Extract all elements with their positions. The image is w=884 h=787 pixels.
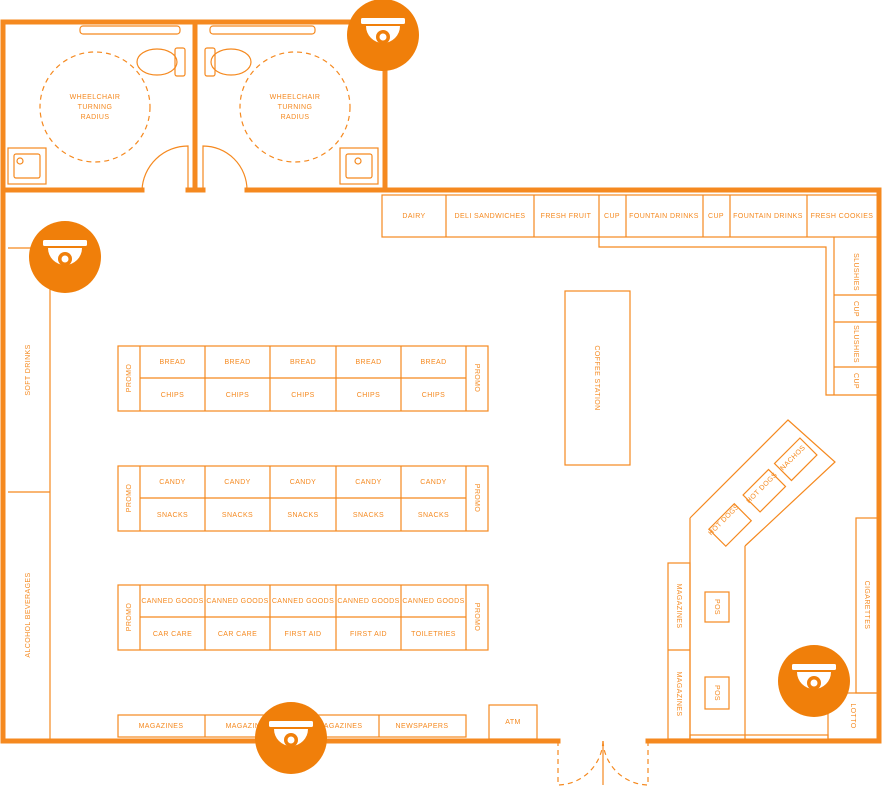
sink-icon: [339, 147, 379, 185]
wheelchair-turning-radius: [239, 51, 351, 163]
counter-label: FOUNTAIN DRINKS: [629, 213, 699, 220]
security-camera-icon: [29, 221, 101, 293]
turning-radius-label: RADIUS: [281, 114, 310, 121]
pos-label: POS: [713, 599, 720, 615]
coffee-station: [564, 290, 631, 466]
shelf-label: CHIPS: [291, 392, 314, 399]
shelf-label: CAR CARE: [218, 631, 257, 638]
lotto-label: LOTTO: [849, 703, 856, 728]
promo-label: PROMO: [126, 484, 133, 513]
counter-label: FRESH COOKIES: [811, 213, 874, 220]
cigarettes-label: CIGARETTES: [863, 581, 870, 630]
shelf-label: BREAD: [159, 359, 185, 366]
promo-label: PROMO: [126, 364, 133, 393]
counter-label: SLUSHIES: [852, 253, 859, 291]
shelf-label: CANDY: [224, 479, 251, 486]
security-camera-icon: [778, 645, 850, 717]
magazines-rack-label: MAGAZINES: [675, 672, 682, 717]
turning-radius-label: WHEELCHAIR: [270, 94, 321, 101]
shelf-label: MAGAZINES: [226, 723, 271, 730]
aisle-shelf: [117, 465, 489, 532]
pos-label: POS: [713, 685, 720, 701]
aisles: PROMO PROMO BREAD CHIPS BREAD CHIPS BREAD CHIPS…: [117, 345, 489, 651]
shelf-label: FIRST AID: [285, 631, 322, 638]
shelf-label: BREAD: [290, 359, 316, 366]
shelf-label: BREAD: [224, 359, 250, 366]
promo-label: PROMO: [473, 484, 480, 513]
shelf-label: SNACKS: [222, 512, 253, 519]
shelf-label: SNACKS: [418, 512, 449, 519]
shelf-label: CANNED GOODS: [272, 598, 334, 605]
atm: [488, 704, 538, 740]
atm-label: ATM: [505, 719, 520, 726]
shelf-label: BREAD: [420, 359, 446, 366]
shelf-label: CAR CARE: [153, 631, 192, 638]
shelf-label: CANDY: [290, 479, 317, 486]
aisle: PROMO PROMO CANDY SNACKS CANDY SNACKS CANDY SNA…: [117, 465, 489, 532]
checkout-area: [667, 419, 879, 741]
counter-label: CUP: [604, 213, 620, 220]
turning-radius-label: TURNING: [78, 104, 113, 111]
turning-radius-label: RADIUS: [81, 114, 110, 121]
hot-food-label: HOT DOGS: [707, 503, 741, 537]
restrooms: WHEELCHAIR TURNING RADIUS WHEELCHAIR TUR…: [0, 19, 388, 193]
shelf-label: CHIPS: [422, 392, 445, 399]
promo-label: PROMO: [473, 603, 480, 632]
aisle-shelf: [117, 584, 489, 651]
counter-label: CUP: [852, 301, 859, 317]
hot-food-label: NACHOS: [779, 444, 807, 472]
shelf-label: CANNED GOODS: [337, 598, 399, 605]
shelf-label: SNACKS: [157, 512, 188, 519]
top-counter: [381, 194, 880, 396]
counter-label: FOUNTAIN DRINKS: [733, 213, 803, 220]
promo-label: PROMO: [126, 603, 133, 632]
shelf-label: CANNED GOODS: [141, 598, 203, 605]
shelf-label: TOILETRIES: [411, 631, 456, 638]
counter-label: SLUSHIES: [852, 325, 859, 363]
security-camera-icon: [255, 702, 327, 774]
shelf-label: SNACKS: [287, 512, 318, 519]
aisle: PROMO PROMO BREAD CHIPS BREAD CHIPS BREAD CHIPS…: [117, 345, 489, 412]
shelf-label: SNACKS: [353, 512, 384, 519]
aisle-shelf: [117, 345, 489, 412]
counter-label: FRESH FRUIT: [541, 213, 592, 220]
alcohol-beverages-label: ALCOHOL BEVERAGES: [25, 572, 32, 657]
shelf-label: CHIPS: [161, 392, 184, 399]
magazines-rack-label: MAGAZINES: [675, 584, 682, 629]
toilet-icon: [136, 47, 186, 77]
wheelchair-turning-radius: [39, 51, 151, 163]
aisle: PROMO PROMO CANNED GOODS CAR CARE CANNED GOO…: [117, 584, 489, 651]
shelf-label: CANDY: [355, 479, 382, 486]
counter-label: DELI SANDWICHES: [455, 213, 526, 220]
shelf-label: CHIPS: [357, 392, 380, 399]
shelf-label: BREAD: [355, 359, 381, 366]
shelf-label: CANNED GOODS: [206, 598, 268, 605]
coffee-station-label: COFFEE STATION: [593, 345, 600, 410]
turning-radius-label: TURNING: [278, 104, 313, 111]
counter-label: CUP: [852, 373, 859, 389]
shelf-label: CANNED GOODS: [402, 598, 464, 605]
counter-label: DAIRY: [402, 213, 425, 220]
shelf-label: MAGAZINES: [139, 723, 184, 730]
shelf-label: CANDY: [420, 479, 447, 486]
security-camera-icon: [347, 0, 419, 71]
sink-icon: [7, 147, 47, 185]
security-cameras: [29, 0, 850, 774]
shelf-label: CANDY: [159, 479, 186, 486]
shelf-label: CHIPS: [226, 392, 249, 399]
turning-radius-label: WHEELCHAIR: [70, 94, 121, 101]
toilet-icon: [204, 47, 252, 77]
soft-drinks-label: SOFT DRINKS: [25, 344, 32, 395]
counter-label: CUP: [708, 213, 724, 220]
store-walls: [0, 187, 882, 786]
shelf-label: NEWSPAPERS: [396, 723, 449, 730]
promo-label: PROMO: [473, 364, 480, 393]
shelf-label: MAGAZINES: [318, 723, 363, 730]
shelf-label: FIRST AID: [350, 631, 387, 638]
